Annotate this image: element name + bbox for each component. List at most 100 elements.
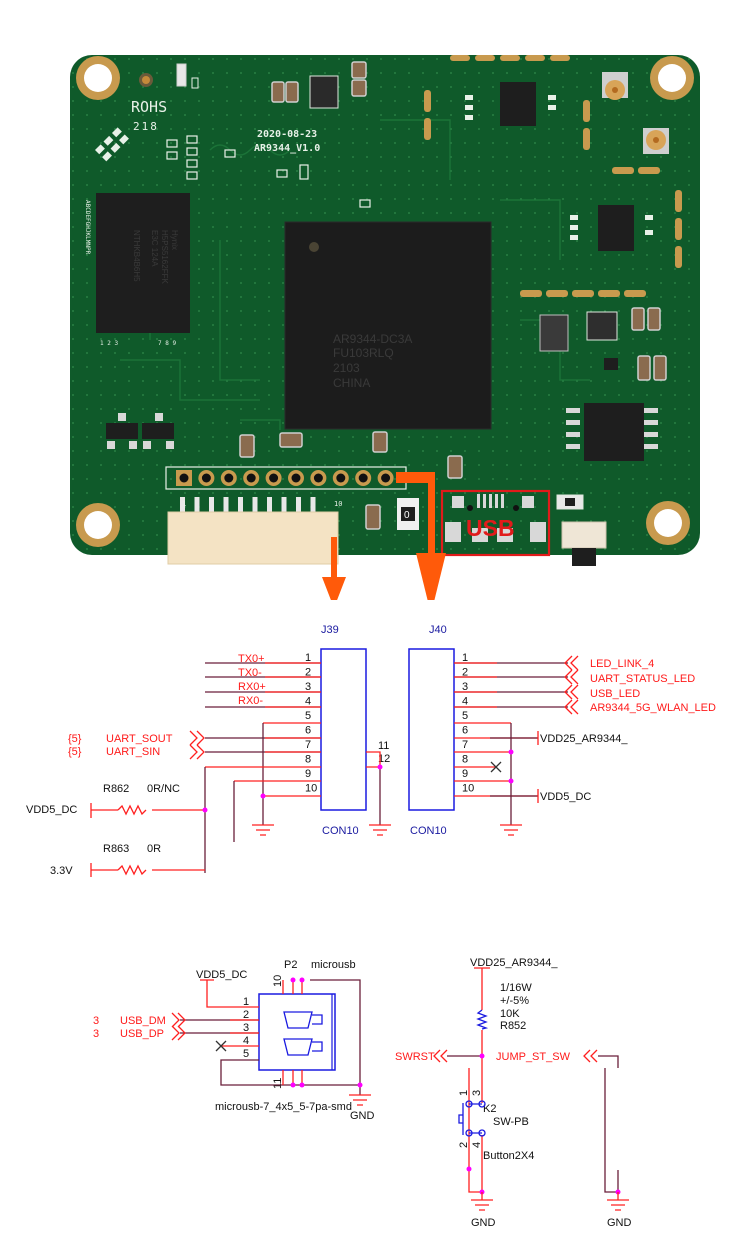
- j40-pin-7: 7: [462, 739, 468, 751]
- r863-source: 3.3V: [50, 865, 73, 877]
- reset-supply-label: VDD25_AR9344_: [470, 957, 558, 969]
- p2-pin-2: 2: [243, 1009, 249, 1021]
- j39-gnd-symbol-2: [369, 824, 391, 836]
- ram-row-letters: ABCDEFGHJKLMNPR: [84, 200, 91, 255]
- k2-footprint: Button2X4: [483, 1150, 534, 1162]
- p2-ref: P2: [284, 959, 297, 971]
- arrow-to-j39: [322, 537, 346, 600]
- rohs-code: 218: [133, 120, 159, 133]
- flash-chip: [566, 403, 658, 461]
- jst-pin: [238, 497, 243, 513]
- j40-pin-4: 4: [462, 696, 468, 708]
- jump-st-sw-net: JUMP_ST_SW: [496, 1051, 571, 1063]
- reset-gnd-symbol-right: [607, 1192, 629, 1211]
- j39-pin-3: 3: [305, 681, 311, 693]
- j39-pin-8: 8: [305, 754, 311, 766]
- k2-ref: K2: [483, 1103, 496, 1115]
- board-version-label: AR9344_V1.0: [254, 143, 320, 154]
- r852-ref: R852: [500, 1020, 526, 1032]
- j39-pin-11: 11: [378, 740, 389, 752]
- usb-dm-net: USB_DM: [120, 1015, 166, 1027]
- connector-pin1-label: 1: [182, 500, 186, 508]
- j40-pin-2: 2: [462, 667, 468, 679]
- mounting-hole-top-left: [76, 56, 120, 100]
- jst-pin: [296, 497, 301, 513]
- arrow-to-j40: [396, 472, 446, 600]
- p2-body: [258, 993, 336, 1071]
- j39-pin-2: 2: [305, 667, 311, 679]
- j40-pin-3: 3: [462, 681, 468, 693]
- header-pin-hole: [198, 470, 215, 486]
- header-pin-hole: [377, 470, 394, 486]
- ram-chip-line-2: H5PS5162FFK: [160, 230, 169, 284]
- p2-pin-5: 5: [243, 1048, 249, 1060]
- r852-value: 10K: [500, 1008, 520, 1020]
- net-led-link-4: LED_LINK_4: [590, 658, 654, 670]
- header-pin-hole: [243, 470, 260, 486]
- usb-footprint: [445, 494, 546, 542]
- header-pin-hole: [265, 470, 282, 486]
- resistor-zero-mark: 0: [404, 510, 410, 521]
- mounting-hole-bottom-right: [646, 501, 690, 545]
- k2-pin-1: 1: [458, 1090, 470, 1096]
- r852-tolerance: +/-5%: [500, 995, 529, 1007]
- p2-footprint: microusb-7_4x5_5-7pa-smd: [215, 1101, 352, 1113]
- jst-connector: 1 10: [167, 497, 342, 565]
- jst-pin: [194, 497, 200, 513]
- net-uart-status-led: UART_STATUS_LED: [590, 673, 695, 685]
- net-ar9344-5g-wlan-led: AR9344_5G_WLAN_LED: [590, 702, 716, 714]
- p2-pin-4: 4: [243, 1035, 249, 1047]
- header-pin-hole: [355, 470, 372, 486]
- usb-highlight-box: [440, 489, 551, 557]
- header-pin-hole: [288, 470, 304, 486]
- j40-part: CON10: [410, 825, 447, 837]
- mounting-hole-top-right: [650, 56, 694, 100]
- p2-top-pin: 10: [272, 975, 284, 987]
- j40-ref: J40: [429, 624, 447, 636]
- r863-value: 0R: [147, 843, 161, 855]
- r862-value: 0R/NC: [147, 783, 180, 795]
- p2-gnd-symbol: [349, 1094, 371, 1106]
- j40-vdd5-label: VDD5_DC: [540, 791, 591, 803]
- k2-pin-3: 3: [471, 1090, 483, 1096]
- rf-connector-2: [643, 128, 669, 154]
- r852-power: 1/16W: [500, 982, 532, 994]
- k2-pin-2: 2: [458, 1142, 470, 1148]
- soc-line-1: AR9344-DC3A: [333, 332, 412, 346]
- j39-pin-5: 5: [305, 710, 311, 722]
- k2-pin-4: 4: [471, 1142, 483, 1148]
- usb-dp-net: USB_DP: [120, 1028, 164, 1040]
- rf-connector-1: [602, 72, 628, 100]
- j39-pin-12: 12: [378, 753, 390, 765]
- soc-line-3: 2103: [333, 361, 360, 375]
- j40-pin-8: 8: [462, 754, 468, 766]
- j39-pin-9: 9: [305, 768, 311, 780]
- rf-amp-chip-1: [500, 82, 536, 126]
- ram-chip-line-3: E3C 124A: [150, 230, 159, 267]
- ram-col-right: 7 8 9: [158, 340, 176, 347]
- j40-pin-5: 5: [462, 710, 468, 722]
- j40-vdd25-label: VDD25_AR9344_: [540, 733, 628, 745]
- connector-pin10-label: 10: [334, 500, 342, 508]
- net-rx0p: RX0+: [238, 681, 266, 693]
- rf-amp-chip-2: [598, 205, 634, 251]
- ram-chip-line-1: Hynix: [170, 230, 179, 250]
- net-tx0n: TX0-: [238, 667, 262, 679]
- mounting-hole-bottom-left: [76, 503, 120, 547]
- power-inductor-right: [586, 311, 618, 341]
- reset-gnd-symbol-left: [471, 1192, 493, 1211]
- j40-pin-6: 6: [462, 725, 468, 737]
- j39-gnd-symbol-1: [252, 824, 274, 836]
- jst-pin: [223, 497, 229, 513]
- swrst-net: SWRST: [395, 1051, 435, 1063]
- usb-dm-sheet: 3: [93, 1015, 99, 1027]
- usb-highlight-label: USB: [466, 515, 515, 541]
- j39-pin-10: 10: [305, 783, 317, 795]
- uart-sout-net: UART_SOUT: [106, 733, 173, 745]
- p2-pin-1: 1: [243, 996, 249, 1008]
- net-rx0n: RX0-: [238, 695, 263, 707]
- jst-pin: [281, 497, 287, 513]
- header-pin-hole: [310, 470, 327, 486]
- jst-pin: [180, 497, 185, 513]
- p2-power-label: VDD5_DC: [196, 969, 247, 981]
